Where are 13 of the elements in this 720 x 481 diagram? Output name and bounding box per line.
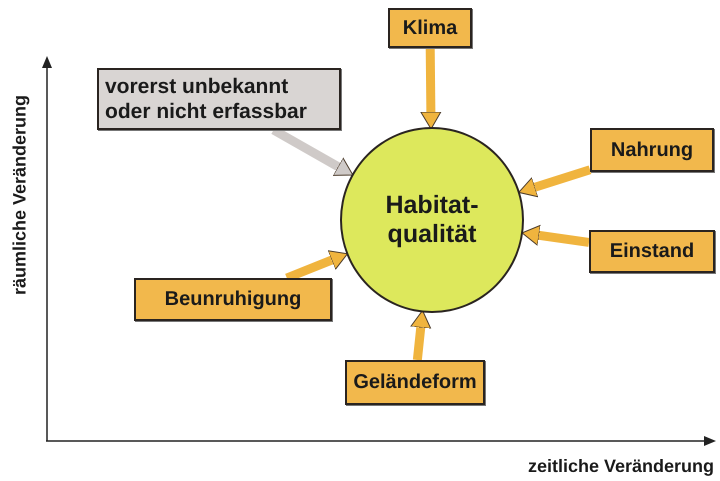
factor-box: Beunruhigung	[134, 278, 332, 321]
axis-label: räumliche Veränderung	[10, 94, 30, 296]
habitat-circle: Habitat- qualität	[340, 127, 524, 313]
factor-box: Geländeform	[345, 360, 485, 405]
factor-box: Nahrung	[590, 128, 714, 172]
axis-label: zeitliche Veränderung	[528, 456, 714, 477]
arrow	[420, 48, 442, 130]
factor-box: Klima	[388, 8, 472, 48]
factor-box: Einstand	[589, 230, 715, 273]
arrow	[518, 165, 592, 198]
arrow	[410, 310, 432, 360]
arrow	[522, 224, 590, 247]
note-box: vorerst unbekannt oder nicht erfassbar	[97, 68, 341, 130]
